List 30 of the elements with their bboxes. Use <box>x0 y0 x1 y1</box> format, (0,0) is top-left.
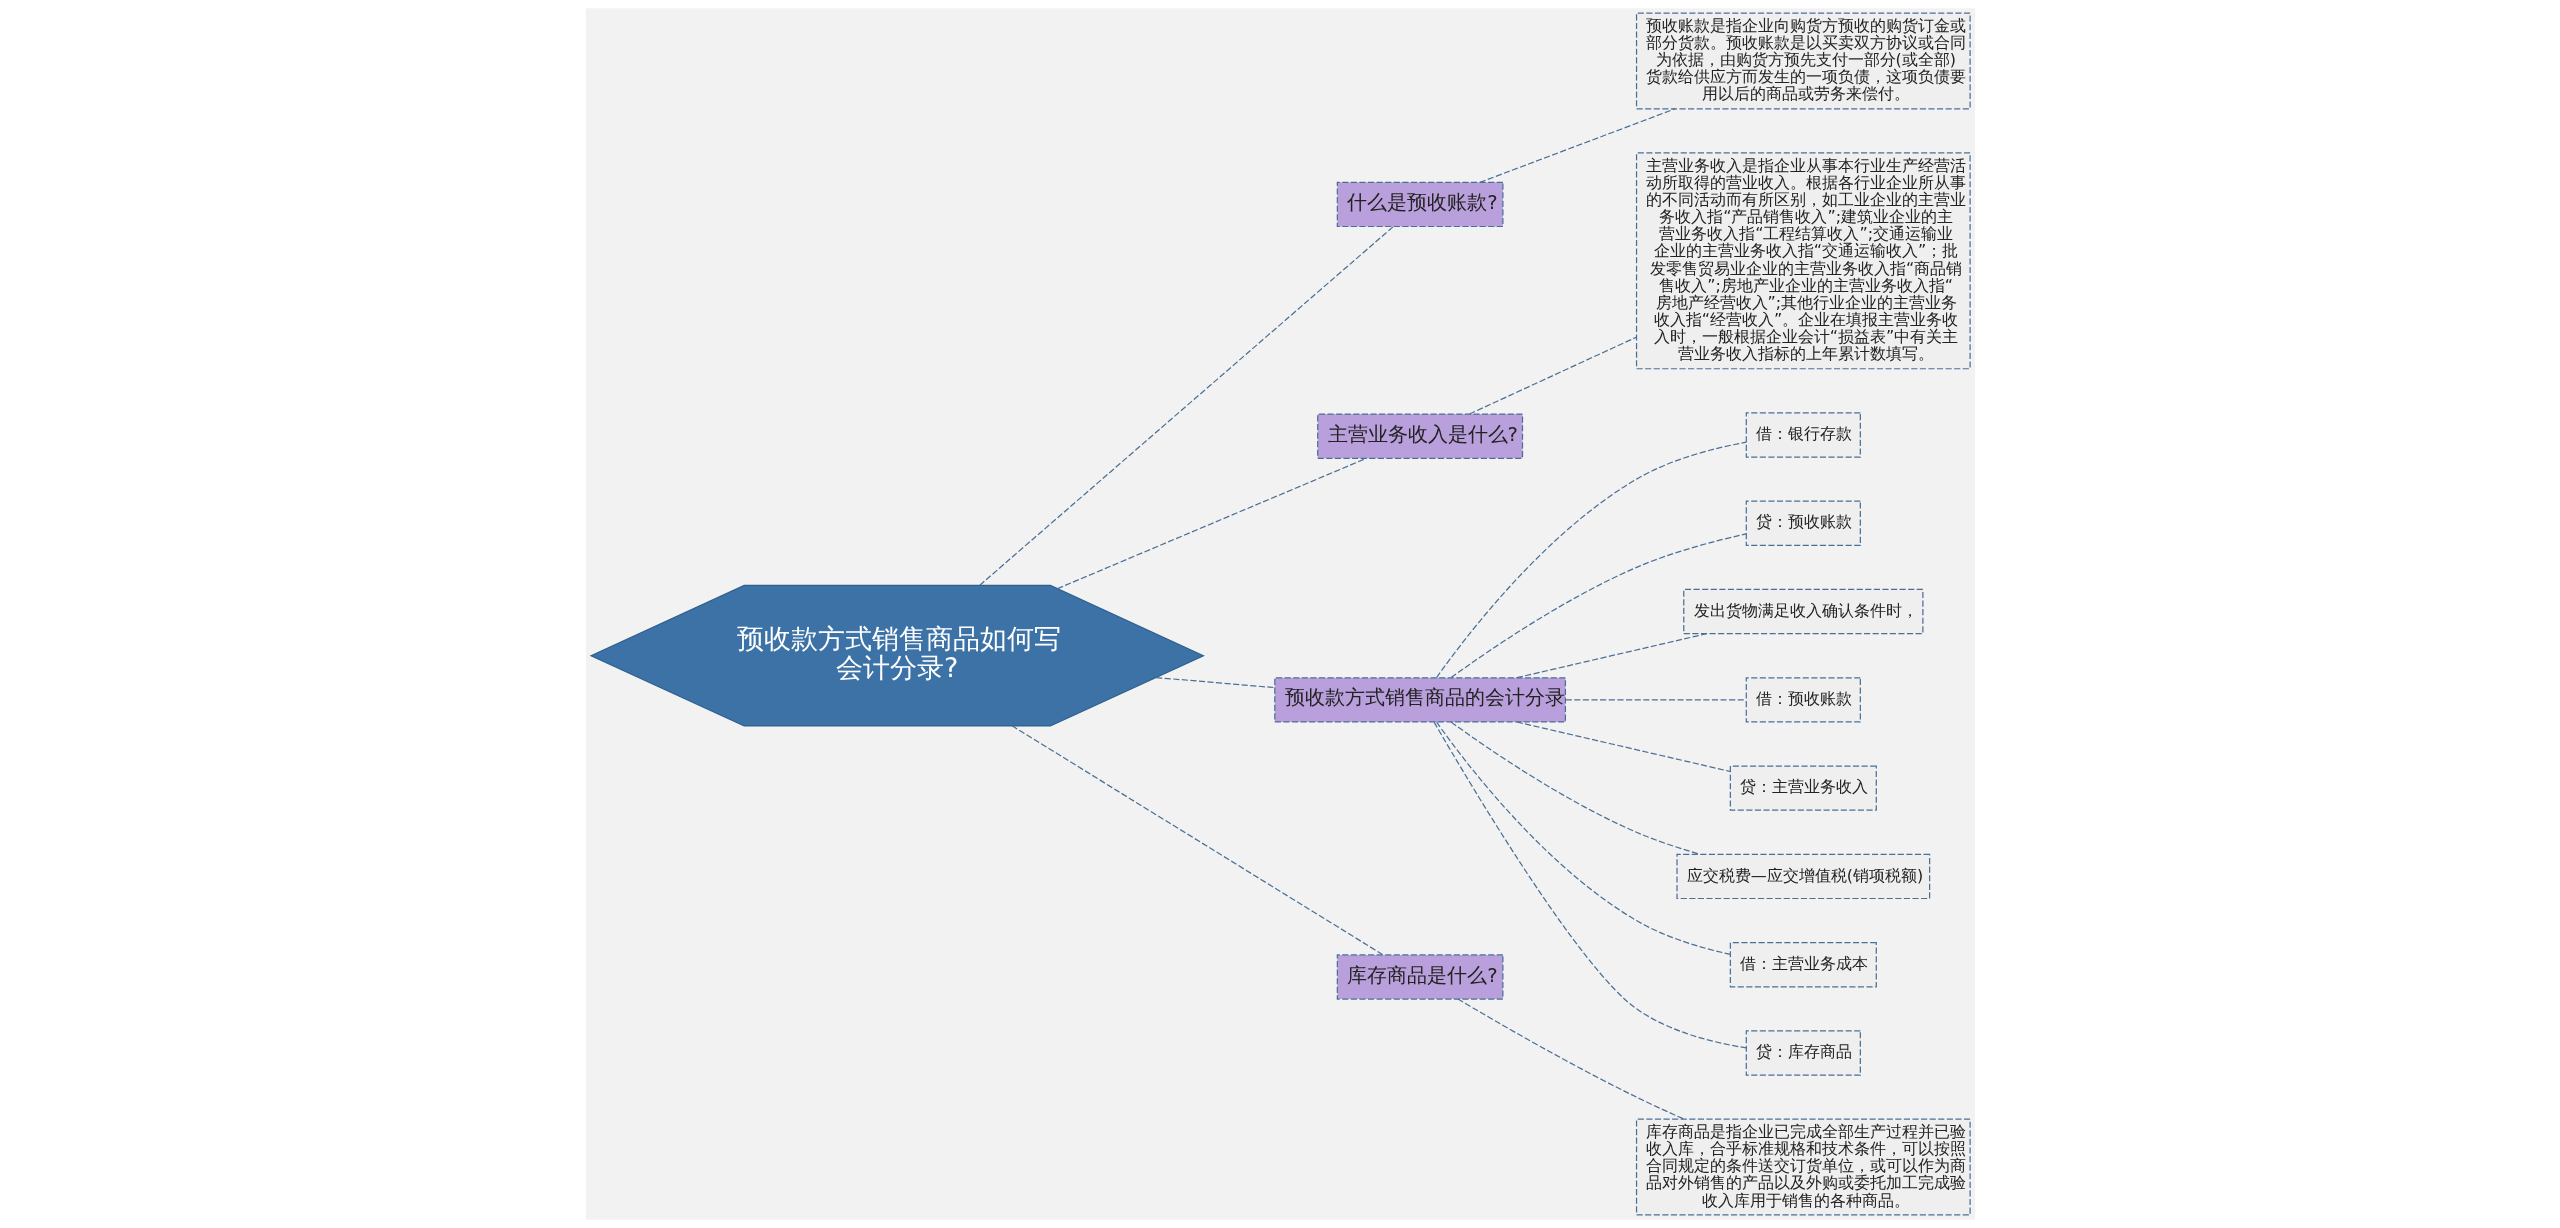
connector <box>1056 457 1367 590</box>
node-box: 主营业务收入是指企业从事本行业生产经营活动所取得的营业收入。根据各行业企业所从事的不同活动而有所区别，如工业企业的主营业务收入指“产品销售收入”;建筑业企业的主营业务收入指“工程结算收入”;交通运输业企业的主营业务收入指“交通运输收入”；批发零售贸易业企业的主营业务收入指“商品销售收入”;房地产业企业的主营业务收入指“房地产经营收入”;其他行业企业的主营业务收入指“经营收入”。企业在填报主营业务收入时，一般根据企业会计“损益表”中有关主营业务收入指标的上年累计数填写。 <box>1635 152 1971 370</box>
connector <box>1468 336 1637 415</box>
node-box: 发出货物满足收入确认条件时， <box>1682 588 1923 635</box>
connector <box>1478 108 1676 183</box>
connector <box>1456 998 1685 1120</box>
node-box: 应交税费—应交增值税(销项税额) <box>1675 853 1930 900</box>
connector <box>1564 699 1747 701</box>
connector <box>1435 441 1747 679</box>
connector <box>1010 725 1383 956</box>
connector <box>1433 721 1747 1049</box>
node-box: 库存商品是什么? <box>1336 954 1503 1000</box>
connector <box>1450 721 1701 855</box>
node-box: 贷：主营业务收入 <box>1729 765 1877 811</box>
node-box: 贷：库存商品 <box>1745 1030 1861 1076</box>
node-box: 贷：预收账款 <box>1745 500 1861 546</box>
node-box: 库存商品是指企业已完成全部生产过程并已验收入库，合乎标准规格和技术条件，可以按照合同规定的条件送交订货单位，或可以作为商品对外销售的产品以及外购或委托加工完成验收入库用于销售的各种商品。 <box>1635 1118 1971 1216</box>
connector <box>1515 721 1730 772</box>
connector <box>1515 633 1707 679</box>
node-box: 预收账款是指企业向购货方预收的购货订金或部分货款。预收账款是以买卖双方协议或合同为依据，由购货方预先支付一部分(或全部)货款给供应方而发生的一项负债，这项负债要用以后的商品或劳务来偿付。 <box>1635 12 1971 110</box>
connector <box>1450 533 1747 679</box>
node-box: 借：银行存款 <box>1745 412 1861 458</box>
node-box: 什么是预收账款? <box>1336 181 1503 228</box>
node-box: 主营业务收入是什么? <box>1316 413 1523 459</box>
node-box: 预收款方式销售商品的会计分录 <box>1273 677 1566 723</box>
connector <box>1435 721 1731 955</box>
connector <box>978 226 1394 586</box>
node-box: 借：主营业务成本 <box>1729 942 1877 988</box>
node-box: 借：预收账款 <box>1745 677 1861 723</box>
connector <box>1154 676 1275 689</box>
